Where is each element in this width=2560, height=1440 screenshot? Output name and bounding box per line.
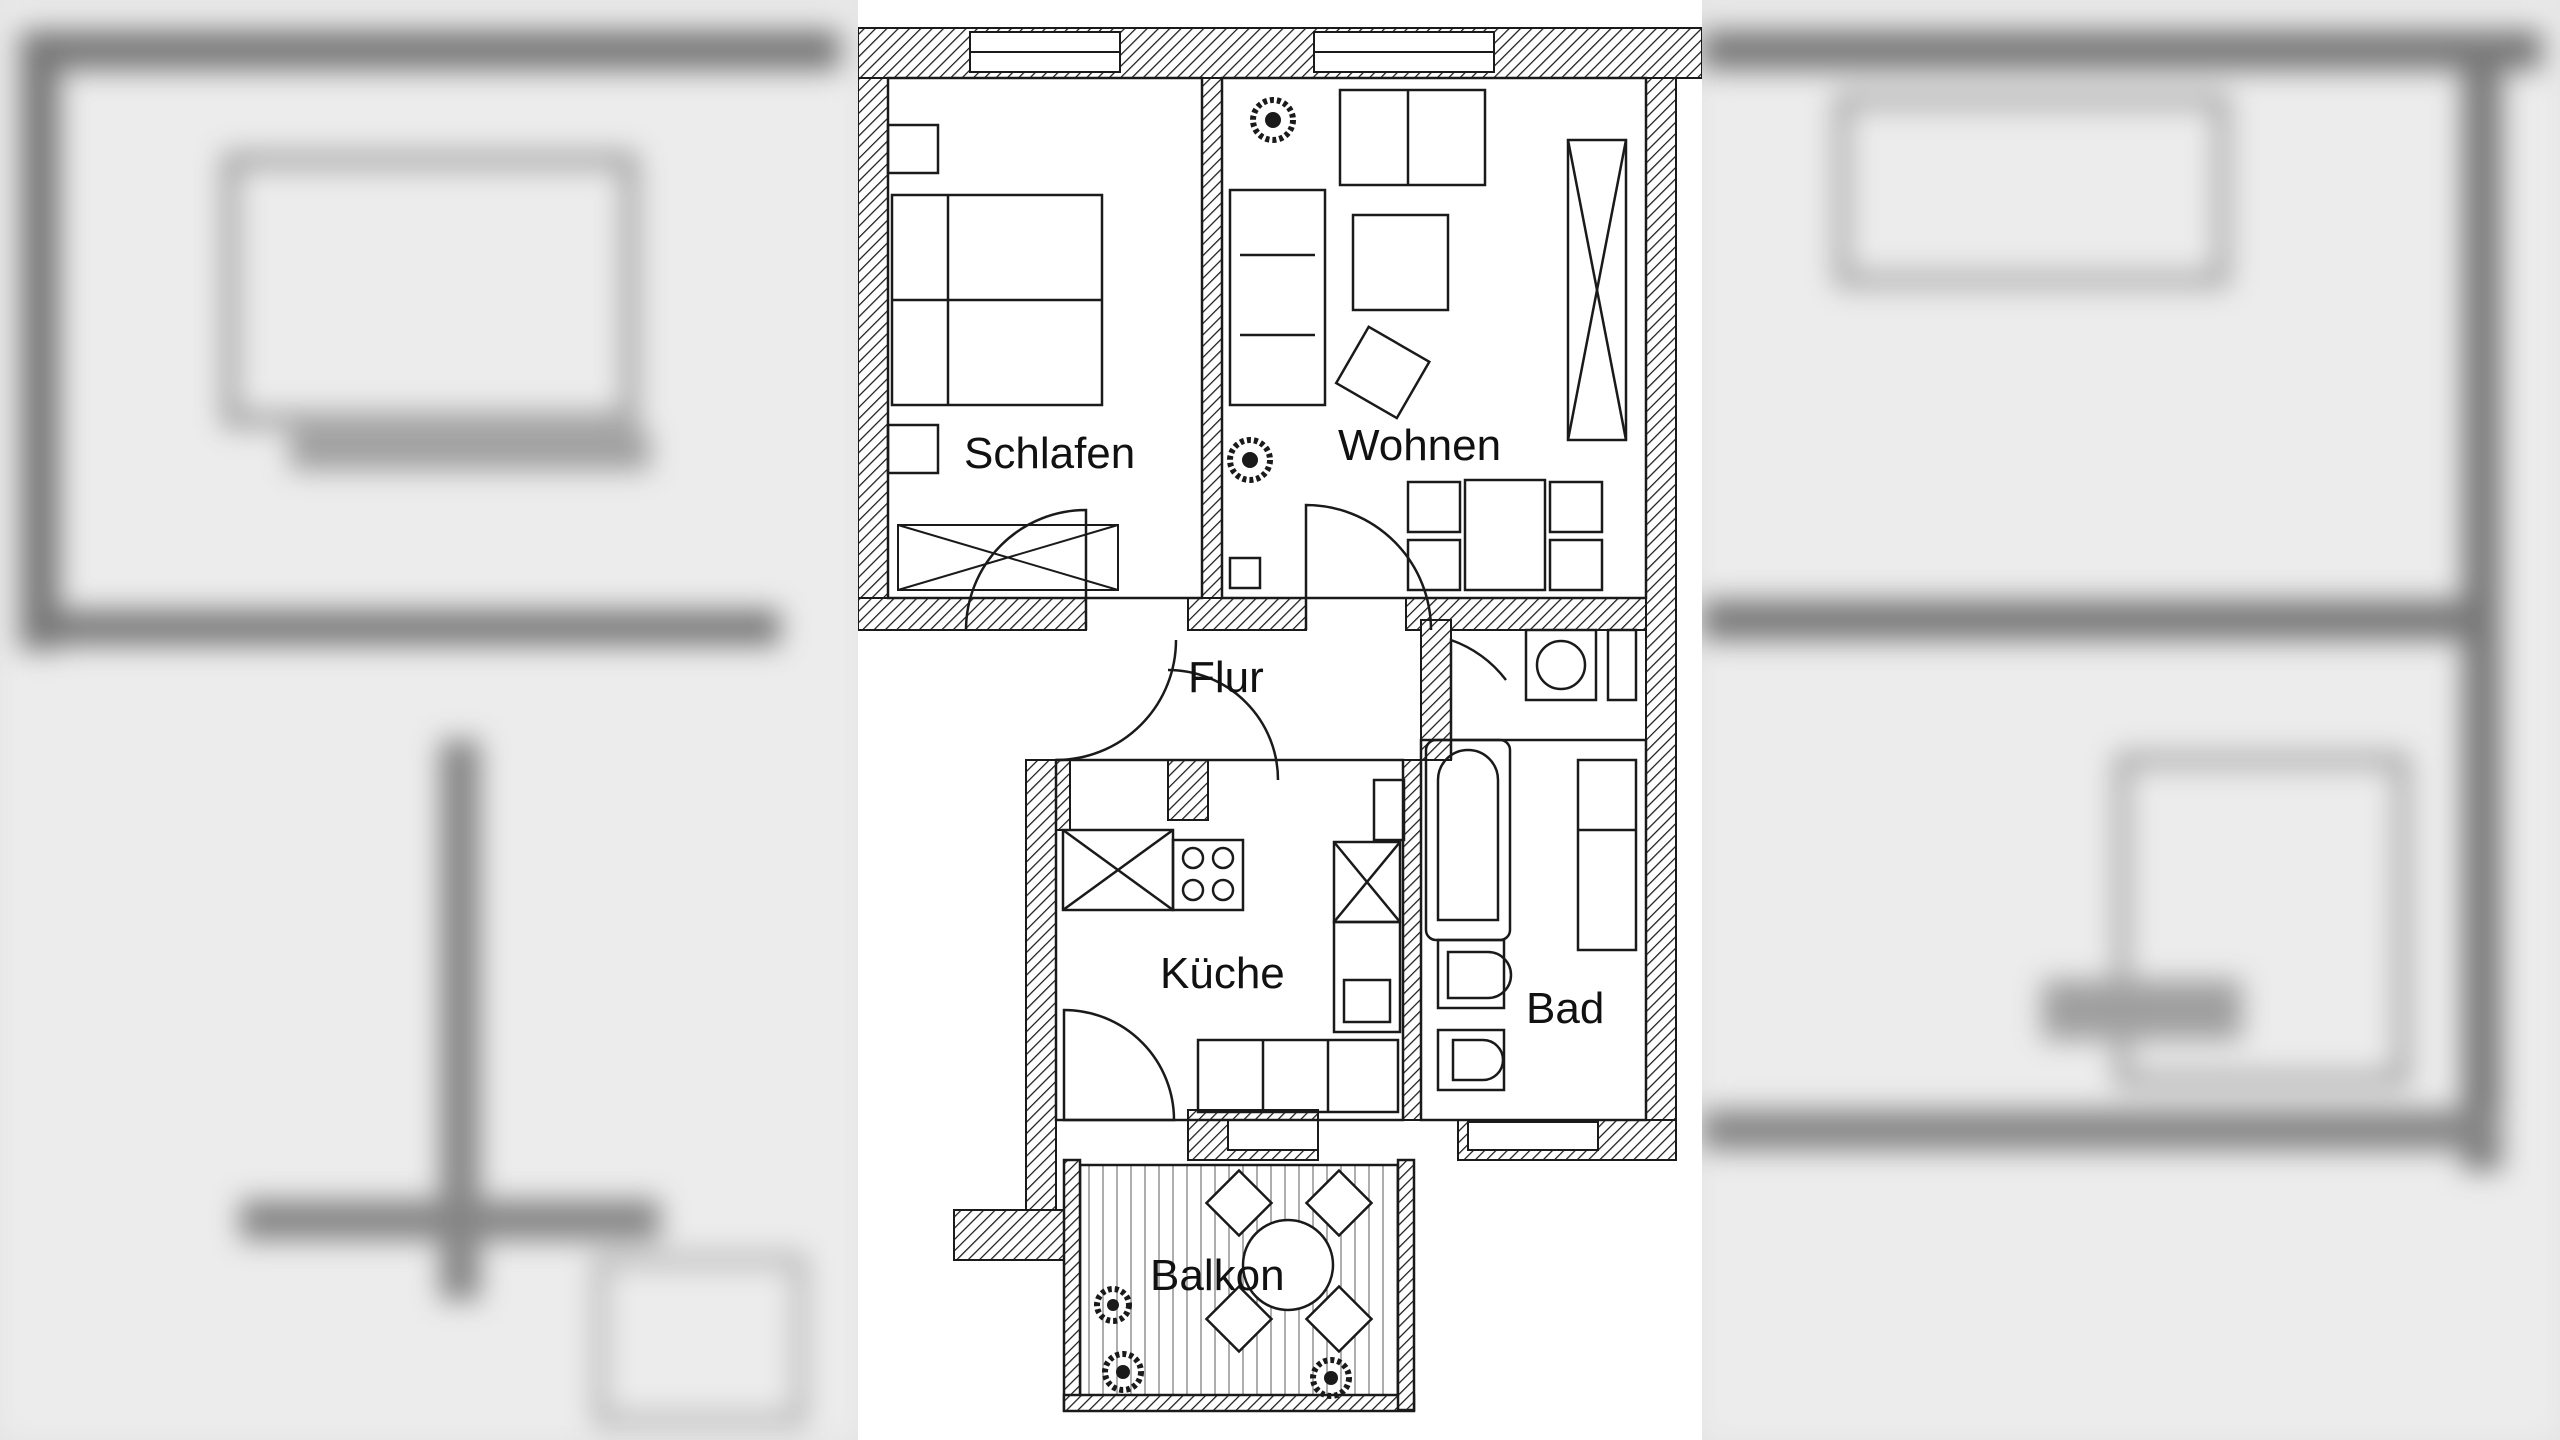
label-balkon: Balkon [1150,1251,1285,1300]
door-balkon [1062,1008,1176,1122]
door-bad [1449,638,1507,760]
plant-icon [1094,1286,1352,1399]
cabinet-bath-icon [1576,758,1638,952]
floor-plan: Schlafen Wohnen Flur Küche Bad Balkon [858,0,1702,1440]
window-bath [1467,1121,1599,1151]
bed-icon [886,123,1104,475]
blurred-backdrop-right [1702,0,2560,1440]
label-flur: Flur [1188,653,1264,702]
wall-balcony-left [953,1209,1065,1261]
wall-kitchen-top [1167,759,1209,821]
wardrobe-icon [897,524,1119,591]
washing-machine-icon [1524,628,1598,702]
floor-plan-drawing: Schlafen Wohnen Flur Küche Bad Balkon [858,27,1702,1413]
stove-icon [1171,838,1245,912]
door-kueche [1055,639,1178,762]
room-schlafen-outline [886,76,1204,600]
wall-kitchen-bath [1402,759,1422,1121]
table-icon [1463,478,1547,592]
coffee-table-icon [1351,213,1450,312]
wall-living-bottom-left [1187,597,1307,631]
balcony-furniture-icon [1204,1168,1374,1354]
lower-cabinets-icon [1196,1038,1400,1114]
plant-icon [1227,437,1273,483]
room-kueche-outline [1054,758,1405,1122]
label-bad: Bad [1526,984,1604,1033]
label-wohnen: Wohnen [1338,421,1501,470]
wall-kitchen-notch [1055,759,1071,831]
wall-bedroom-living [1201,77,1223,599]
sink-icon [1332,920,1402,1034]
sofa-long-icon [1228,188,1327,407]
wall-right [1645,77,1677,1159]
armchair-icon [1334,325,1432,420]
wall-bath-top [1420,619,1452,761]
door-schlafen [964,508,1088,631]
plant-icon [1250,97,1296,143]
door-wohnen [1304,503,1433,631]
shelf-icon [1566,138,1628,442]
label-kueche: Küche [1160,949,1285,998]
wall-kitchen-left [1025,759,1057,1211]
window-kitchen [1227,1119,1319,1151]
blurred-backdrop-left [0,0,858,1440]
sofa-icon [1338,88,1487,187]
wall-left-bedroom [858,77,889,631]
room-wohnen-outline [1220,76,1648,600]
door-flur [1167,668,1280,781]
room-bad-outline [1419,738,1648,1122]
washbasin-icon [1436,938,1506,1010]
wall-bedroom-bottom [858,597,1087,631]
label-schlafen: Schlafen [964,429,1135,478]
